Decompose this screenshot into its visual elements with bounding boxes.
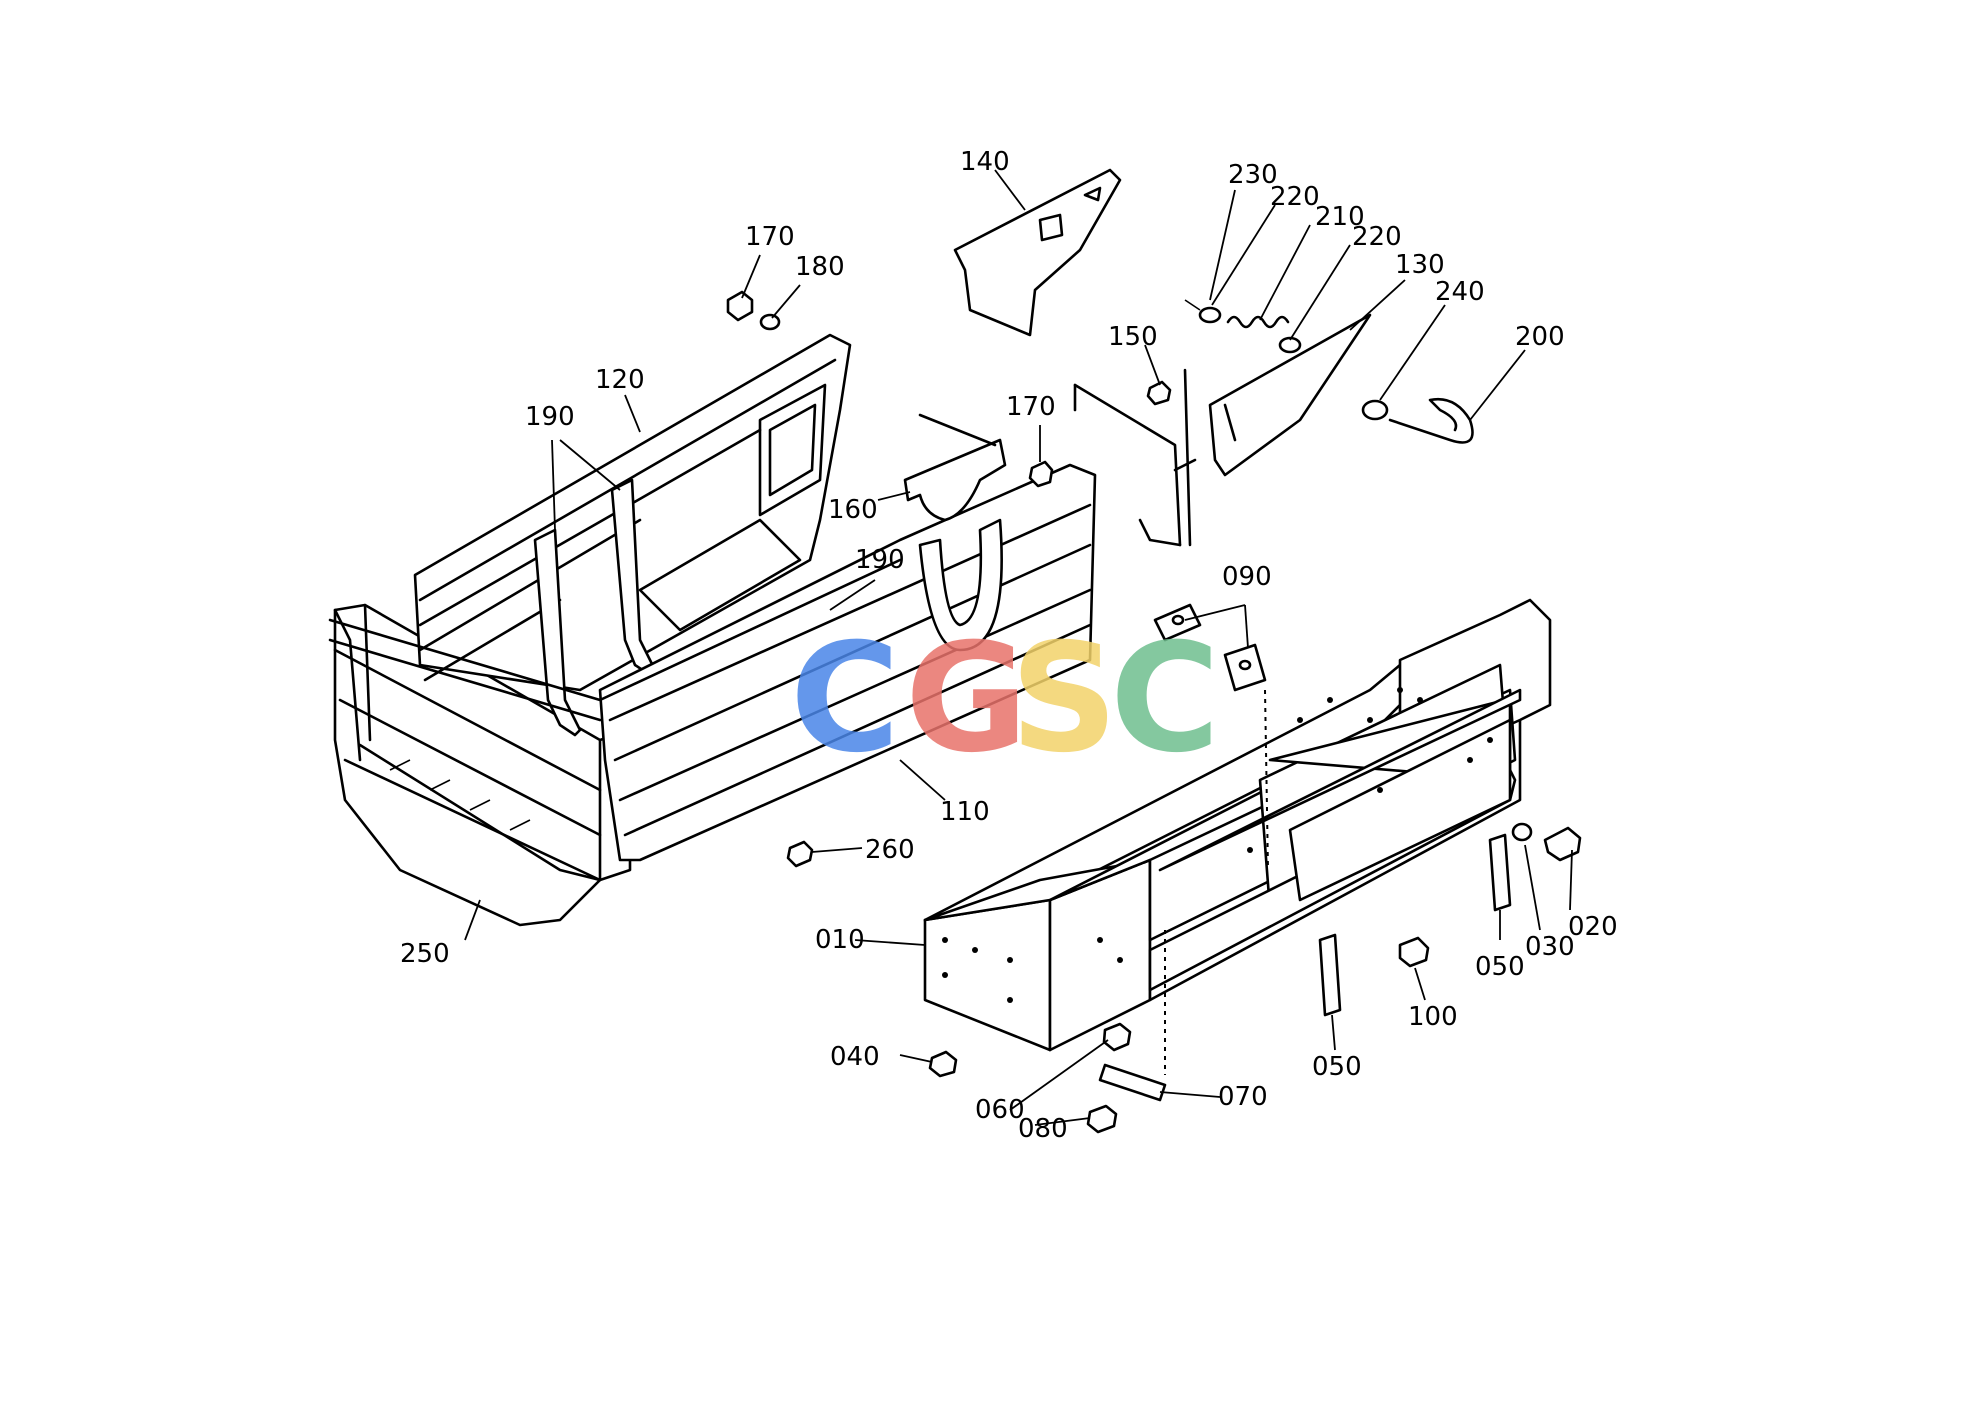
label-090: 090 bbox=[1222, 562, 1272, 592]
label-250: 250 bbox=[400, 939, 450, 969]
label-080: 080 bbox=[1018, 1114, 1068, 1144]
label-030: 030 bbox=[1525, 932, 1575, 962]
plate-070 bbox=[1098, 1063, 1167, 1102]
floor-panel-110 bbox=[328, 463, 1097, 862]
bolt-260 bbox=[786, 840, 814, 868]
hinged-cover-130 bbox=[1208, 313, 1372, 477]
label-170-mid: 170 bbox=[1006, 392, 1056, 422]
label-070: 070 bbox=[1218, 1082, 1268, 1112]
label-190-left: 190 bbox=[525, 402, 575, 432]
label-130: 130 bbox=[1395, 250, 1445, 280]
watermark-letter-c1: C bbox=[790, 612, 900, 786]
side-bracket bbox=[1073, 368, 1197, 547]
watermark-letter-c2: C bbox=[1110, 612, 1220, 786]
plate-050-left bbox=[1318, 933, 1342, 1017]
washer-180 bbox=[759, 313, 781, 331]
bracket-090-b bbox=[1223, 643, 1267, 692]
label-210: 210 bbox=[1315, 202, 1365, 232]
label-040: 040 bbox=[830, 1042, 880, 1072]
label-120: 120 bbox=[595, 365, 645, 395]
bracket-160 bbox=[903, 413, 1007, 522]
front-bumper-weight bbox=[333, 603, 632, 927]
label-190-right: 190 bbox=[855, 545, 905, 575]
label-220-b: 220 bbox=[1352, 222, 1402, 252]
bracket-090-a bbox=[1153, 603, 1202, 642]
bolt-100 bbox=[1398, 936, 1430, 968]
nut-040 bbox=[928, 1050, 958, 1078]
label-160: 160 bbox=[828, 495, 878, 525]
label-240: 240 bbox=[1435, 277, 1485, 307]
bolt-020 bbox=[1543, 826, 1582, 862]
nut-060 bbox=[1102, 1022, 1132, 1052]
washer-030 bbox=[1511, 822, 1533, 842]
label-050-right: 050 bbox=[1475, 952, 1525, 982]
label-260: 260 bbox=[865, 835, 915, 865]
label-110: 110 bbox=[940, 797, 990, 827]
bolt-170-top bbox=[726, 290, 754, 322]
bolt-080 bbox=[1086, 1104, 1118, 1134]
label-050-left: 050 bbox=[1312, 1052, 1362, 1082]
label-150: 150 bbox=[1108, 322, 1158, 352]
plate-050-right bbox=[1488, 833, 1512, 912]
label-060: 060 bbox=[975, 1095, 1025, 1125]
label-010: 010 bbox=[815, 925, 865, 955]
part-labels: 170 180 120 190 140 150 170 160 190 230 … bbox=[400, 147, 1618, 1144]
cover-plate-140 bbox=[953, 168, 1122, 337]
watermark-letter-g: G bbox=[905, 612, 1028, 786]
label-180: 180 bbox=[795, 252, 845, 282]
watermark: C G S C bbox=[790, 612, 1220, 786]
watermark-letter-s: S bbox=[1010, 612, 1118, 786]
label-220-a: 220 bbox=[1270, 182, 1320, 212]
pin-200 bbox=[1361, 397, 1474, 444]
spring-assembly bbox=[1184, 299, 1302, 354]
bolt-170-mid bbox=[1028, 460, 1054, 488]
label-020: 020 bbox=[1568, 912, 1618, 942]
label-230: 230 bbox=[1228, 160, 1278, 190]
label-200: 200 bbox=[1515, 322, 1565, 352]
label-100: 100 bbox=[1408, 1002, 1458, 1032]
leader-lines bbox=[464, 169, 1573, 1126]
label-170-top: 170 bbox=[745, 222, 795, 252]
label-140: 140 bbox=[960, 147, 1010, 177]
bolt-150 bbox=[1146, 380, 1172, 406]
right-rail bbox=[1158, 688, 1522, 872]
